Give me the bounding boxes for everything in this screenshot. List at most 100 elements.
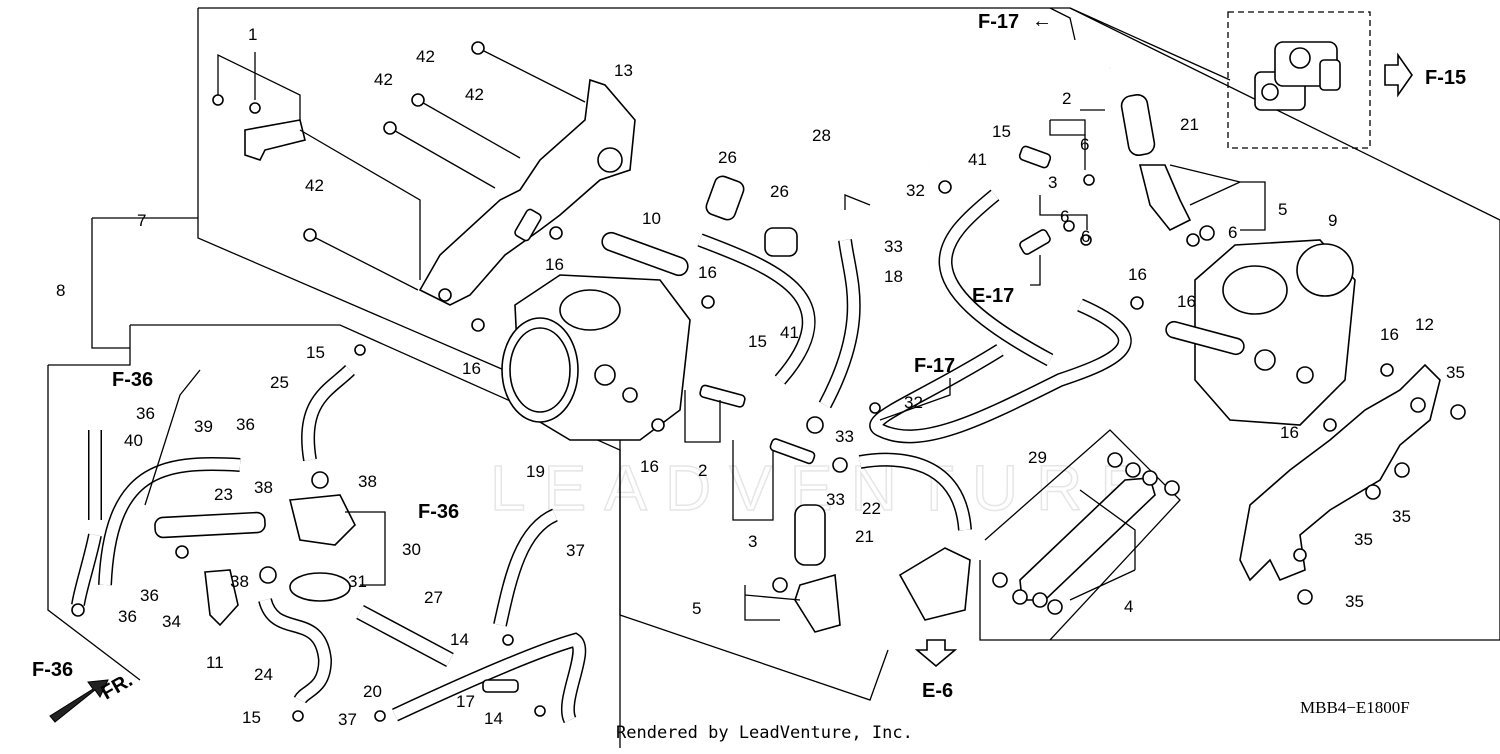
callout: 14 (484, 709, 503, 728)
callout: 42 (465, 85, 484, 104)
callout: 16 (640, 457, 659, 476)
assembly-outlines (47, 7, 1500, 748)
callout-numbers: 1 7 8 42 42 42 42 13 16 16 16 16 10 26 2… (56, 25, 1465, 729)
callout: 16 (1128, 265, 1147, 284)
ref-f36-bottom: F-36 (32, 659, 73, 681)
callout: 39 (194, 417, 213, 436)
leader-lines (144, 7, 1266, 621)
direction-label: FR. (98, 669, 137, 704)
arrow-f15 (1384, 52, 1413, 98)
callout: 15 (242, 708, 261, 727)
callout: 35 (1345, 592, 1364, 611)
arrow-e6 (914, 639, 958, 668)
right-carburetor (1165, 239, 1356, 426)
callout: 41 (780, 323, 799, 342)
callout: 21 (855, 527, 874, 546)
ref-f15: F-15 (1425, 67, 1466, 89)
callout: 6 (1060, 207, 1069, 226)
callout: 16 (545, 255, 564, 274)
callout: 40 (124, 431, 143, 450)
render-credit: Rendered by LeadVenture, Inc. (616, 723, 913, 743)
callout: 38 (358, 472, 377, 491)
callout: 30 (402, 540, 421, 559)
callout: 3 (748, 532, 757, 551)
svg-text:←: ← (1032, 10, 1052, 32)
callout: 28 (812, 126, 831, 145)
callout: 2 (698, 461, 707, 480)
callout: 16 (1177, 292, 1196, 311)
long-bolts (303, 41, 586, 291)
callout: 14 (450, 630, 469, 649)
callout: 33 (826, 490, 845, 509)
callout: 16 (1380, 325, 1399, 344)
callout: 32 (906, 181, 925, 200)
callout: 26 (770, 182, 789, 201)
callout: 35 (1392, 507, 1411, 526)
callout: 12 (1415, 315, 1434, 334)
callout: 5 (1278, 200, 1287, 219)
callout: 29 (1028, 448, 1047, 467)
callout: 15 (748, 332, 767, 351)
callout: 36 (118, 607, 137, 626)
callout: 5 (692, 599, 701, 618)
callout: 35 (1354, 530, 1373, 549)
callout: 37 (566, 541, 585, 560)
callout: 8 (56, 281, 65, 300)
callout: 1 (248, 25, 257, 44)
ref-e6: E-6 (922, 680, 953, 702)
callout: 33 (884, 237, 903, 256)
callout: 26 (718, 148, 737, 167)
callout: 11 (206, 653, 224, 672)
callout: 18 (884, 267, 903, 286)
callout: 7 (137, 211, 146, 230)
callout: 33 (835, 427, 854, 446)
callout: 16 (698, 263, 717, 282)
callout: 32 (904, 393, 923, 412)
callout: 38 (254, 478, 273, 497)
callout: 9 (1328, 211, 1337, 230)
callout: 6 (1080, 135, 1089, 154)
callout: 3 (1048, 173, 1057, 192)
callout: 20 (363, 682, 382, 701)
callout: 6 (1228, 223, 1237, 242)
callout: 36 (136, 404, 155, 423)
fuel-pump-dashed-box (1227, 11, 1371, 149)
hoses (71, 40, 1132, 724)
callout: 15 (992, 122, 1011, 141)
callout: 37 (338, 710, 357, 729)
callout: 24 (254, 665, 273, 684)
left-carburetor (501, 231, 691, 441)
ref-e17: E-17 (972, 285, 1014, 307)
diagram-code: MBB4−E1800F (1300, 698, 1410, 717)
callout: 22 (862, 499, 881, 518)
callout: 10 (642, 209, 661, 228)
ref-f36-mid: F-36 (418, 501, 459, 523)
callout: 38 (230, 572, 249, 591)
callout: 17 (456, 692, 475, 711)
callout: 42 (374, 70, 393, 89)
callout: 36 (236, 415, 255, 434)
callout: 16 (1280, 423, 1299, 442)
ref-f17-mid: F-17 (914, 355, 955, 377)
callout: 31 (348, 572, 367, 591)
fuel-pump (1254, 41, 1341, 111)
callout: 13 (614, 61, 633, 80)
callout: 25 (270, 373, 289, 392)
link-rod (992, 452, 1180, 615)
callout: 27 (424, 588, 443, 607)
callout: 15 (306, 343, 325, 362)
callout: 6 (1081, 227, 1090, 246)
callout: 34 (162, 612, 181, 631)
callout: 36 (140, 586, 159, 605)
callout: 42 (305, 176, 324, 195)
small-parts (71, 93, 1466, 722)
callout: 2 (1062, 89, 1071, 108)
fr-arrow-icon (49, 679, 109, 723)
left-bracket (418, 78, 636, 306)
right-bracket (1239, 363, 1441, 582)
callout: 16 (462, 359, 481, 378)
callout: 35 (1446, 363, 1465, 382)
callout: 4 (1124, 597, 1133, 616)
